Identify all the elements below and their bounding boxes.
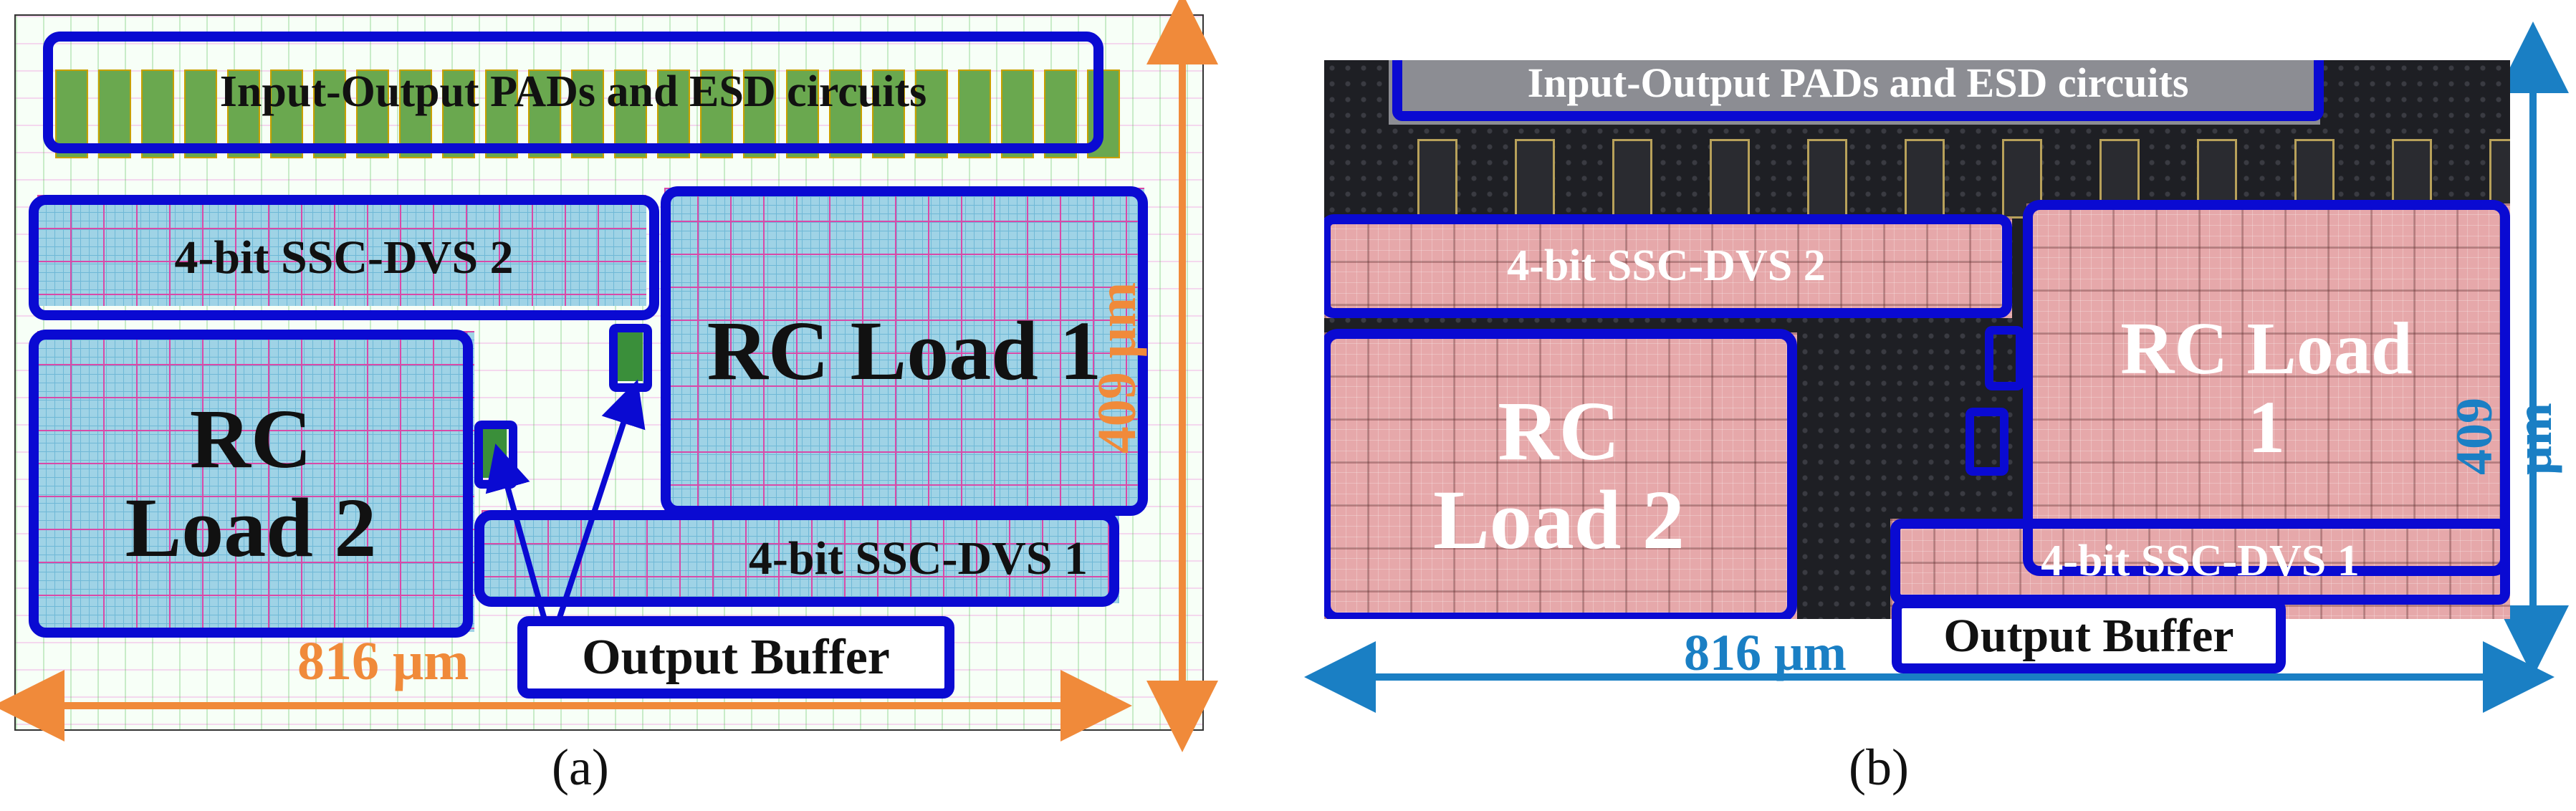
caption-b: (b) bbox=[1849, 739, 1909, 796]
output-buffer-marker-b1 bbox=[1965, 408, 2008, 476]
rc-load-2-layout bbox=[37, 331, 474, 632]
caption-a: (a) bbox=[552, 739, 609, 796]
layout-panel: Input-Output PADs and ESD circuits 4-bit… bbox=[14, 14, 1204, 731]
width-dimension-a: 816 μm bbox=[297, 631, 469, 691]
ssc-dvs-2-label: 4-bit SSC-DVS 2 bbox=[174, 231, 514, 284]
output-buffer-box-b: Output Buffer bbox=[1892, 598, 2286, 673]
ssc-dvs-2-box-b: 4-bit SSC-DVS 2 bbox=[1324, 214, 2012, 318]
die-photo-panel: Input-Output PADs and ESD circuits 4-bit… bbox=[1324, 60, 2510, 619]
ssc-dvs-2-box: 4-bit SSC-DVS 2 bbox=[29, 195, 659, 320]
buffer-pointer-a2 bbox=[485, 443, 547, 621]
rc-load-1-box-b: RC Load 1 bbox=[2023, 200, 2510, 576]
ssc-dvs-2-label-b: 4-bit SSC-DVS 2 bbox=[1507, 241, 1826, 290]
ssc-dvs-1-layout bbox=[482, 510, 1119, 603]
height-dimension-b: 409 μm bbox=[2446, 398, 2562, 475]
rc-load-2-die bbox=[1324, 332, 1797, 619]
rc-load-2-box: RC Load 2 bbox=[29, 330, 473, 638]
ssc-dvs-1-label: 4-bit SSC-DVS 1 bbox=[748, 532, 1088, 585]
io-pads-label: Input-Output PADs and ESD circuits bbox=[219, 67, 927, 117]
ssc-dvs-1-box: 4-bit SSC-DVS 1 bbox=[474, 510, 1119, 607]
io-pads-label-b: Input-Output PADs and ESD circuits bbox=[1527, 60, 2189, 107]
height-dimension-a: 409 μm bbox=[1087, 282, 1148, 454]
rc-load-2-label-b: RC Load 2 bbox=[1433, 384, 1685, 567]
ssc-dvs-1-box-b: 4-bit SSC-DVS 1 bbox=[1890, 519, 2510, 605]
ssc-dvs-2-layout bbox=[37, 195, 646, 306]
buffer-pointer-a1 bbox=[556, 379, 646, 621]
width-dimension-b: 816 μm bbox=[1684, 624, 1847, 681]
output-buffer-marker-b bbox=[1985, 326, 2024, 390]
ssc-dvs-2-die bbox=[1324, 218, 2012, 318]
output-buffer-label-b: Output Buffer bbox=[1943, 609, 2234, 662]
rc-load-1-label: RC Load 1 bbox=[707, 304, 1102, 398]
rc-load-1-box: RC Load 1 bbox=[661, 186, 1148, 516]
rc-load-2-label: RC Load 2 bbox=[125, 392, 377, 575]
io-pads-box: Input-Output PADs and ESD circuits bbox=[43, 32, 1103, 153]
output-buffer-cell-a1 bbox=[614, 331, 643, 381]
rc-load-2-box-b: RC Load 2 bbox=[1324, 329, 1797, 619]
io-pads-box-b: Input-Output PADs and ESD circuits bbox=[1392, 60, 2324, 121]
rc-load-1-label-b: RC Load 1 bbox=[2120, 307, 2413, 469]
rc-load-1-layout bbox=[664, 188, 1144, 510]
ssc-dvs-1-label-b: 4-bit SSC-DVS 1 bbox=[2041, 537, 2360, 586]
